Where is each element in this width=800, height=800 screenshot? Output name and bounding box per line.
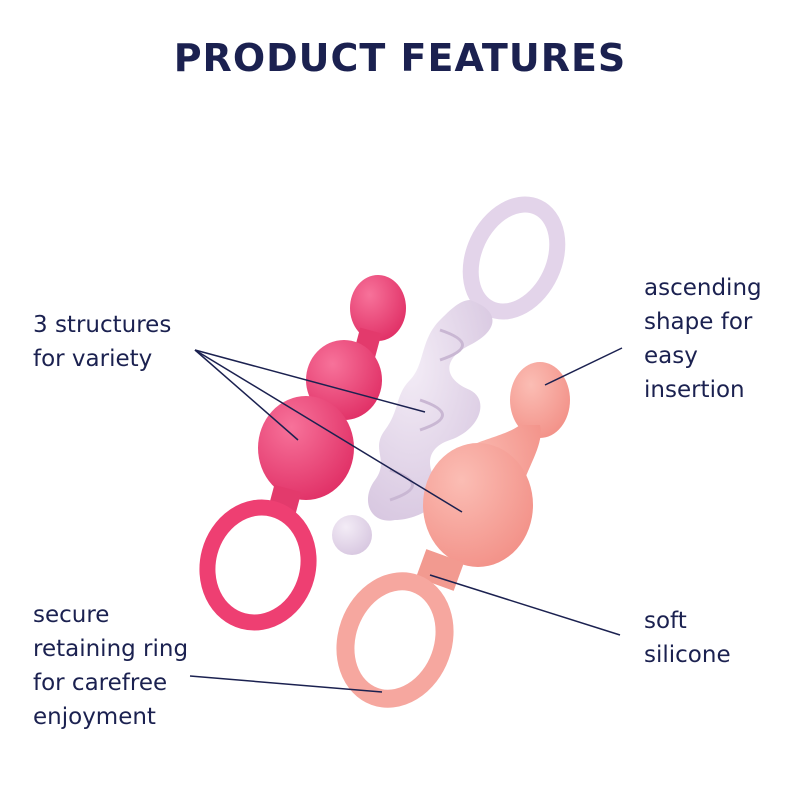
feature-ring-line-2: retaining ring [33,636,189,662]
feature-structures-line-1: 3 structures [33,312,172,338]
lilac-spiral-plug [332,196,566,555]
pointer-structures-lilac [194,349,426,413]
pointer-structures-pink [194,349,299,441]
feature-silicone-line-2: silicone [644,642,731,668]
pointer-ascending [544,347,623,386]
pointer-silicone [429,574,621,636]
feature-structures: 3 structures for variety [33,308,171,376]
feature-retaining-ring: secure retaining ring for carefree enjoy… [33,598,188,734]
pointer-ring [189,675,383,693]
feature-ascending-line-3: easy [644,343,698,369]
feature-ring-line-4: enjoyment [33,704,156,730]
pointer-lines [189,347,623,693]
pointer-structures-peach [194,349,463,513]
feature-ascending-shape: ascending shape for easy insertion [644,271,762,407]
pink-beaded-plug [199,275,406,631]
feature-soft-silicone: soft silicone [644,604,731,672]
page-title: PRODUCT FEATURES [173,36,627,80]
feature-structures-line-2: for variety [33,346,153,372]
feature-ring-line-1: secure [33,602,110,628]
feature-ring-line-3: for carefree [33,670,168,696]
feature-silicone-line-1: soft [644,608,687,634]
feature-ascending-line-2: shape for [644,309,753,335]
feature-ascending-line-1: ascending [644,275,762,301]
feature-ascending-line-4: insertion [644,377,745,403]
